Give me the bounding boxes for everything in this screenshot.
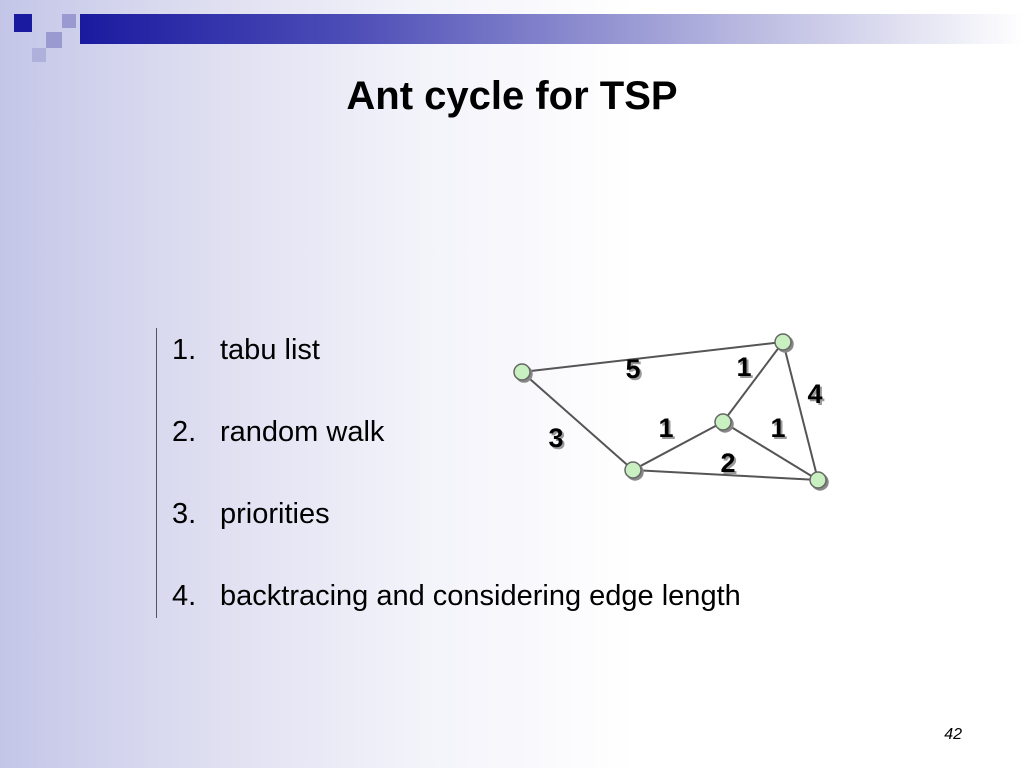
- graph-node-a: [513, 363, 531, 381]
- list-item-number: 3.: [172, 498, 197, 530]
- edge-label-shadow: 5: [627, 356, 642, 386]
- edge-label-shadow: 2: [722, 450, 737, 480]
- edge-label-shadow: 4: [809, 381, 824, 411]
- graph-edge-b-e: [782, 341, 819, 481]
- decor-square-light: [62, 14, 76, 28]
- graph-edge-a-b: [521, 341, 784, 373]
- list-item-text: backtracing and considering edge length: [220, 580, 741, 612]
- list-item: 2. random walk: [172, 414, 741, 496]
- list-item-text: random walk: [220, 416, 385, 448]
- edge-label: 1: [736, 352, 751, 382]
- decor-square-dark: [14, 14, 32, 32]
- edge-label-shadow: 3: [550, 425, 565, 455]
- edge-label: 2: [720, 448, 735, 478]
- list-item-number: 1.: [172, 334, 197, 366]
- graph-edge-d-e: [722, 421, 819, 481]
- graph-node-d: [714, 413, 732, 431]
- list-item-number: 4.: [172, 580, 197, 612]
- numbered-list: 1. tabu list 2. random walk 3. priorities 4…: [172, 332, 741, 660]
- graph-edge-c-e: [632, 469, 819, 481]
- graph-edge-d-b: [722, 341, 784, 423]
- list-item: 3. priorities: [172, 496, 741, 578]
- list-divider: [156, 328, 157, 618]
- list-item-text: priorities: [220, 498, 330, 530]
- edge-label: 1: [658, 413, 673, 443]
- graph-node-e: [809, 471, 827, 489]
- edge-label-shadow: 1: [772, 415, 787, 445]
- decor-square-light: [32, 48, 46, 62]
- edge-label-shadow: 1: [738, 354, 753, 384]
- edge-label: 3: [548, 423, 563, 453]
- graph-node-b: [774, 333, 792, 351]
- list-item: 1. tabu list: [172, 332, 741, 414]
- graph-edge-a-c: [521, 371, 634, 471]
- list-item-number: 2.: [172, 416, 197, 448]
- graph-edge-c-d: [632, 421, 724, 471]
- edge-label: 1: [770, 413, 785, 443]
- edge-label: 4: [807, 379, 822, 409]
- decor-square-light: [46, 32, 62, 48]
- header-gradient-bar: [80, 14, 1024, 44]
- graph-node-c: [624, 461, 642, 479]
- edge-label-shadow: 1: [660, 415, 675, 445]
- edge-label: 5: [625, 354, 640, 384]
- slide-title: Ant cycle for TSP: [346, 74, 678, 118]
- list-item: 4. backtracing and considering edge lengt…: [172, 578, 741, 660]
- slide-number: 42: [944, 726, 962, 743]
- list-item-text: tabu list: [220, 334, 320, 366]
